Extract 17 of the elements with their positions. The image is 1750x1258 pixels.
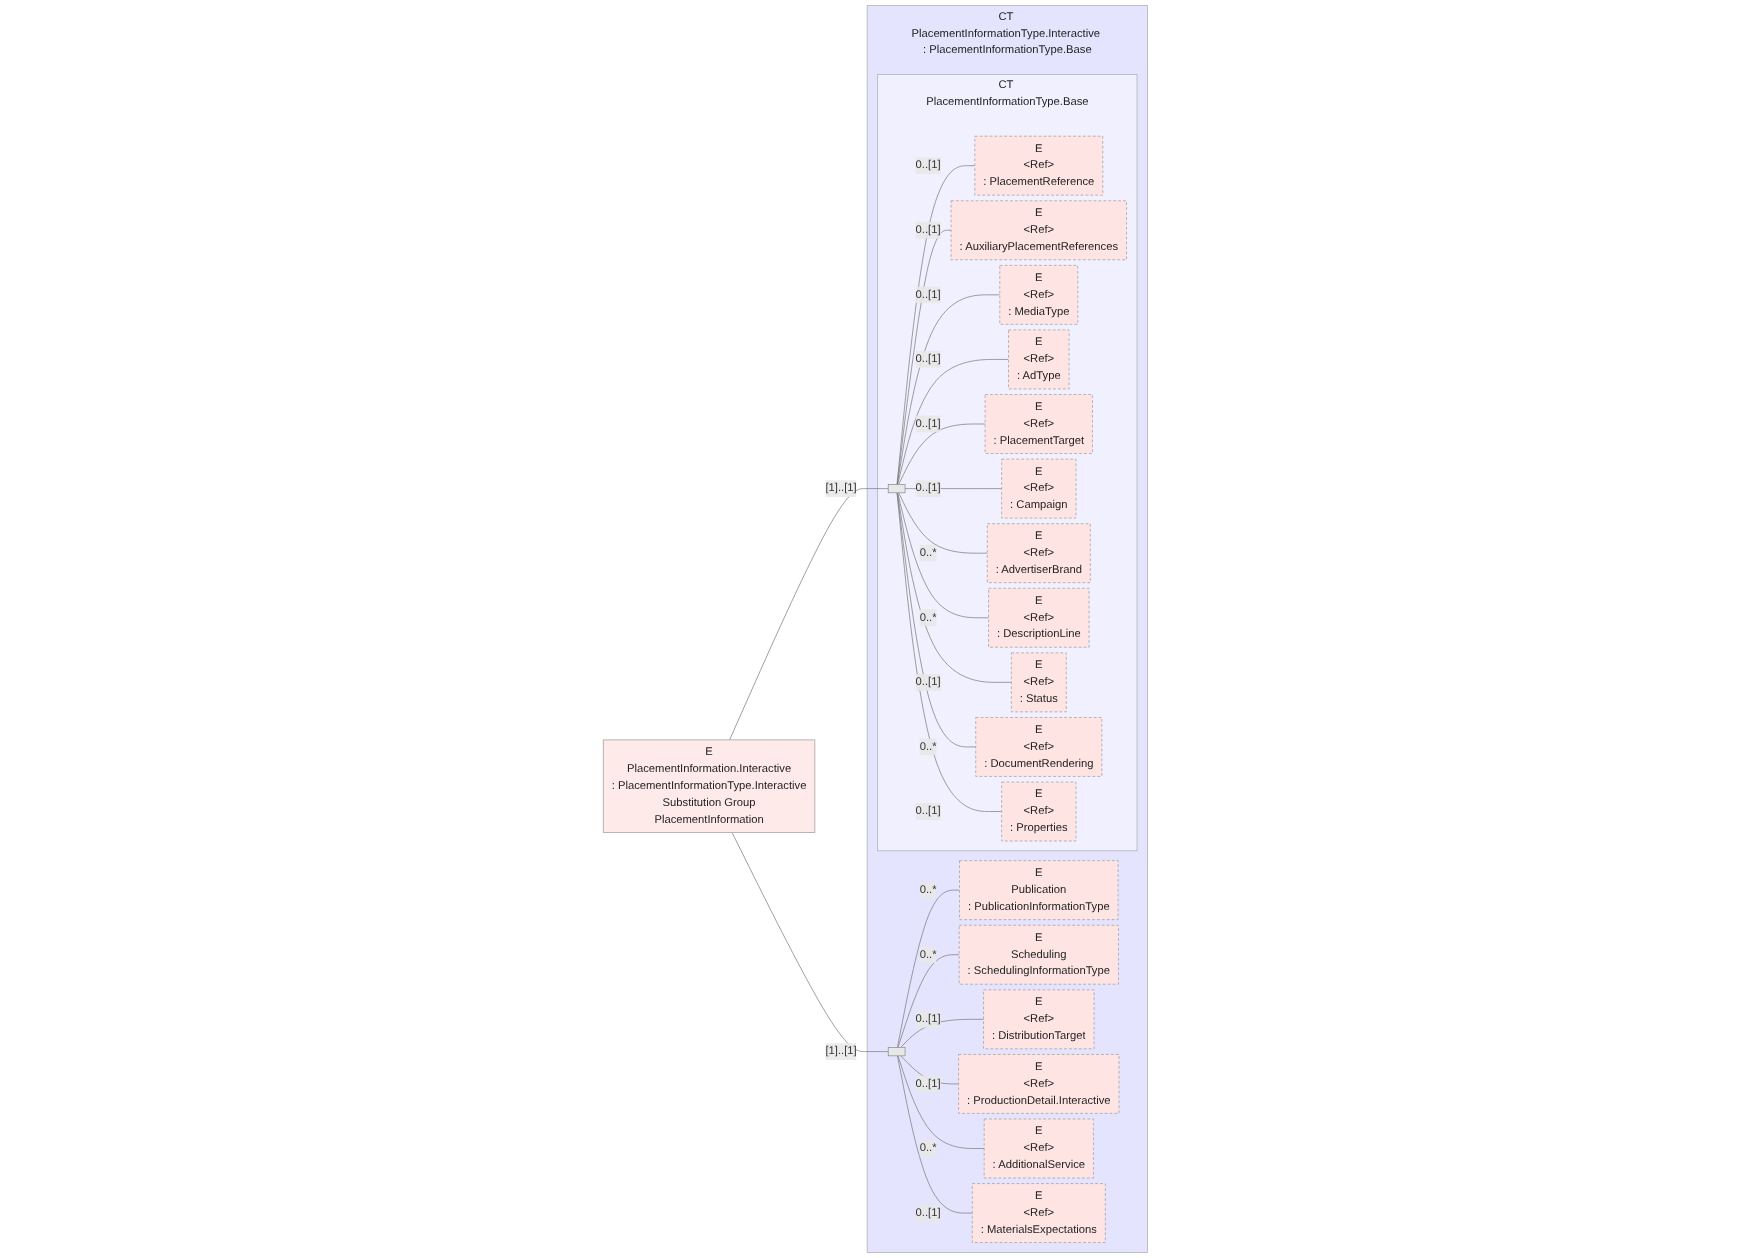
connector [896,492,1012,683]
connector [904,488,1002,489]
connector [896,492,989,619]
connector [896,492,1002,812]
connector [731,832,889,1052]
connector [896,359,1009,485]
connector [896,294,1000,485]
connector [896,229,952,485]
connector [897,954,960,1048]
node-bar [887,484,905,494]
connector [896,165,975,485]
connector [896,889,960,1048]
connector [900,1018,984,1048]
connector [728,488,889,741]
connector [897,423,986,485]
connector [897,492,988,554]
node-bar [887,1047,905,1057]
